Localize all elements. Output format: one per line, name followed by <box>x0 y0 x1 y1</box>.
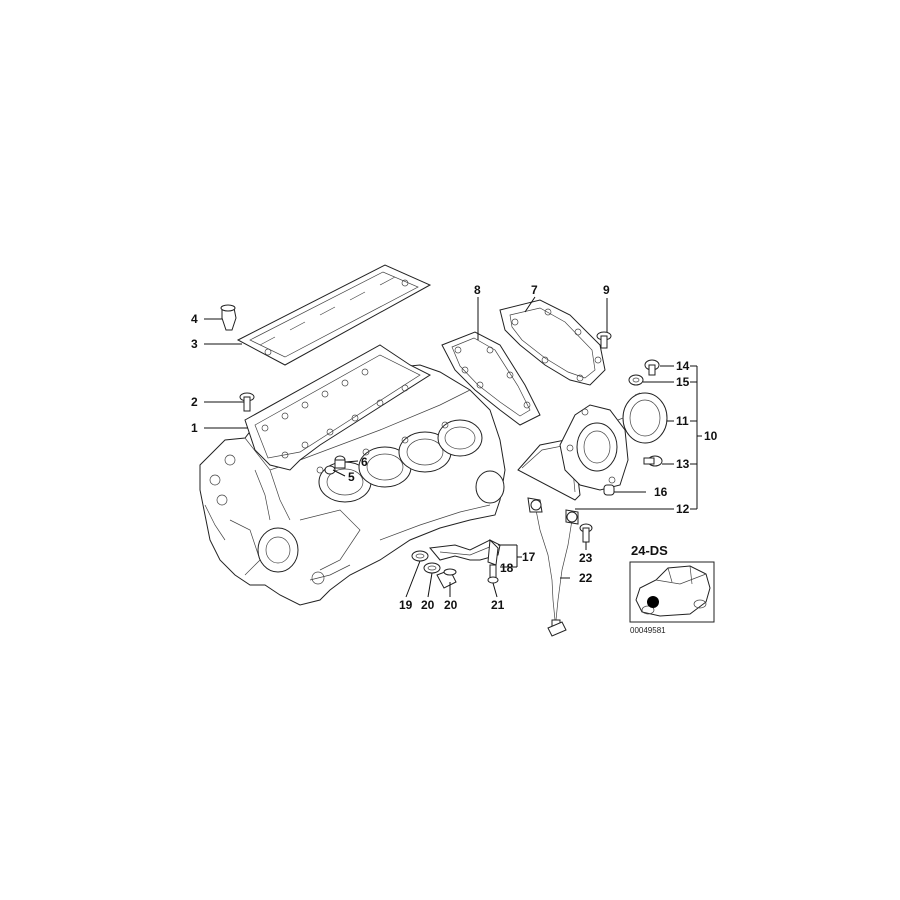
bolt-14[interactable] <box>644 359 660 376</box>
seal-carrier[interactable] <box>559 404 629 491</box>
leader-lines <box>204 296 702 598</box>
callout-22: 22 <box>579 571 593 585</box>
washer-15[interactable] <box>628 374 644 386</box>
bolt-13[interactable] <box>643 455 663 467</box>
callout-6: 6 <box>361 455 368 469</box>
timing-cover[interactable] <box>499 299 606 386</box>
callout-16: 16 <box>654 485 668 499</box>
callout-23: 23 <box>579 551 593 565</box>
callout-12: 12 <box>676 502 690 516</box>
shaft-seal-11[interactable] <box>617 392 668 444</box>
oil-pipe-assembly[interactable] <box>411 538 501 589</box>
callout-2: 2 <box>191 395 198 409</box>
sensor-cable-22[interactable] <box>527 497 579 637</box>
reference-number: 00049581 <box>630 626 666 635</box>
callout-15: 15 <box>676 375 690 389</box>
callout-18: 18 <box>500 561 514 575</box>
callout-11: 11 <box>676 414 689 428</box>
callout-3: 3 <box>191 337 198 351</box>
inset-label: 24-DS <box>631 543 668 558</box>
engine-location-marker <box>647 596 659 608</box>
callout-labels: 4 3 2 1 6 5 8 7 9 14 15 11 10 13 16 12 1… <box>191 283 718 612</box>
callout-19: 20 <box>444 598 458 612</box>
bolt-9[interactable] <box>596 331 612 349</box>
gasket-front[interactable] <box>441 331 541 426</box>
callout-21: 21 <box>491 598 505 612</box>
callout-1: 1 <box>191 421 198 435</box>
bolt-23[interactable] <box>579 523 593 543</box>
callout-20: 19 <box>399 598 413 612</box>
bolt-2[interactable] <box>239 392 255 412</box>
callout-8: 8 <box>474 283 481 297</box>
callout-9: 9 <box>603 283 610 297</box>
callout-13: 13 <box>676 457 690 471</box>
plug[interactable] <box>220 304 237 331</box>
vehicle-locator-inset: 24-DS 00049581 <box>629 543 715 635</box>
dowel-16[interactable] <box>603 484 615 496</box>
callout-14: 14 <box>676 359 690 373</box>
callout-5: 5 <box>348 470 355 484</box>
fitting-5-6[interactable] <box>324 455 346 475</box>
callout-17: 17 <box>522 550 536 564</box>
gasket-lower[interactable] <box>244 344 432 471</box>
callout-4: 4 <box>191 312 198 326</box>
callout-10: 10 <box>704 429 718 443</box>
gasket-upper[interactable] <box>236 264 432 366</box>
callout-20b: 20 <box>421 598 435 612</box>
car-silhouette <box>635 565 711 617</box>
cylinder-bores <box>318 419 505 504</box>
callout-7: 7 <box>531 283 538 297</box>
